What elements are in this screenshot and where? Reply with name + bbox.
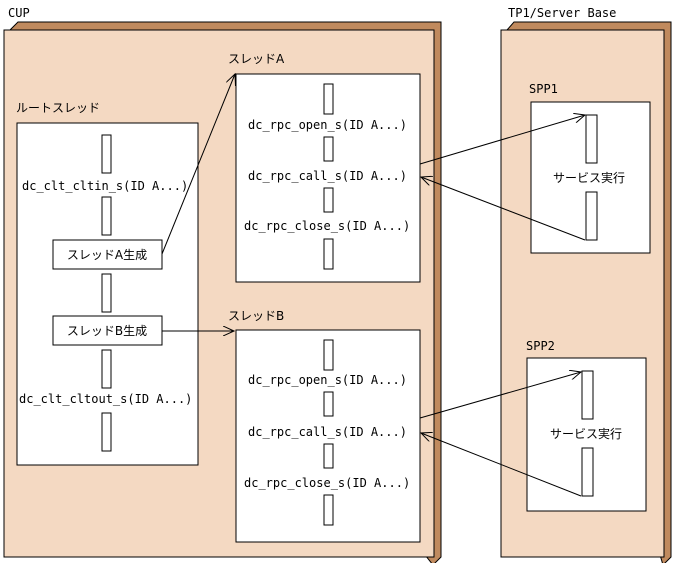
- create-thread-b-label: スレッドB生成: [67, 324, 147, 338]
- thread-a-title: スレッドA: [228, 52, 285, 66]
- root-thread: ルートスレッド dc_clt_cltin_s(ID A...) スレッドA生成 …: [16, 101, 199, 466]
- spp1-title: SPP1: [529, 82, 558, 96]
- thread-a-open-label: dc_rpc_open_s(ID A...): [248, 118, 407, 132]
- thread-b-open-label: dc_rpc_open_s(ID A...): [248, 373, 407, 387]
- arrows: [161, 74, 586, 497]
- activation-bar: [581, 447, 594, 497]
- activation-bar: [101, 349, 112, 389]
- spp1-service-label: サービス実行: [553, 170, 625, 185]
- cltin-call-label: dc_clt_cltin_s(ID A...): [22, 179, 188, 193]
- activation-bar: [101, 412, 112, 452]
- thread-a: スレッドA dc_rpc_open_s(ID A...) dc_rpc_call…: [228, 52, 421, 283]
- activation-bar: [323, 187, 334, 213]
- activation-bar: [323, 443, 334, 469]
- thread-a-call-label: dc_rpc_call_s(ID A...): [248, 169, 407, 183]
- activation-bar: [323, 136, 334, 162]
- activation-bar: [101, 273, 112, 313]
- thread-b: スレッドB dc_rpc_open_s(ID A...) dc_rpc_call…: [228, 309, 421, 543]
- thread-b-call-label: dc_rpc_call_s(ID A...): [248, 425, 407, 439]
- rpc-return-b-arrow: [421, 433, 582, 497]
- activation-bar: [323, 391, 334, 417]
- create-thread-a-box: [52, 239, 163, 270]
- thread-b-close-label: dc_rpc_close_s(ID A...): [244, 476, 410, 490]
- rpc-call-a-arrow: [419, 115, 585, 165]
- activation-bar: [101, 134, 112, 174]
- activation-bar: [323, 238, 334, 270]
- rpc-call-b-arrow: [419, 372, 581, 419]
- create-a-arrow: [161, 74, 235, 255]
- cup-title: CUP: [8, 6, 30, 20]
- cltout-call-label: dc_clt_cltout_s(ID A...): [19, 392, 192, 406]
- activation-bar: [101, 196, 112, 236]
- spp2-service-label: サービス実行: [550, 426, 622, 441]
- activation-bar: [323, 83, 334, 115]
- rpc-return-a-arrow: [421, 177, 586, 241]
- server-title: TP1/Server Base: [508, 6, 616, 20]
- activation-bar: [323, 339, 334, 371]
- root-thread-title: ルートスレッド: [16, 101, 100, 115]
- activation-bar: [323, 494, 334, 526]
- thread-b-title: スレッドB: [228, 309, 284, 323]
- thread-a-close-label: dc_rpc_close_s(ID A...): [244, 219, 410, 233]
- spp2-title: SPP2: [526, 339, 555, 353]
- activation-bar: [585, 114, 598, 164]
- activation-bar: [585, 191, 598, 241]
- create-thread-a-label: スレッドA生成: [67, 248, 147, 262]
- spp2: SPP2 サービス実行: [526, 339, 647, 512]
- spp1: SPP1 サービス実行: [529, 82, 651, 254]
- activation-bar: [581, 370, 594, 420]
